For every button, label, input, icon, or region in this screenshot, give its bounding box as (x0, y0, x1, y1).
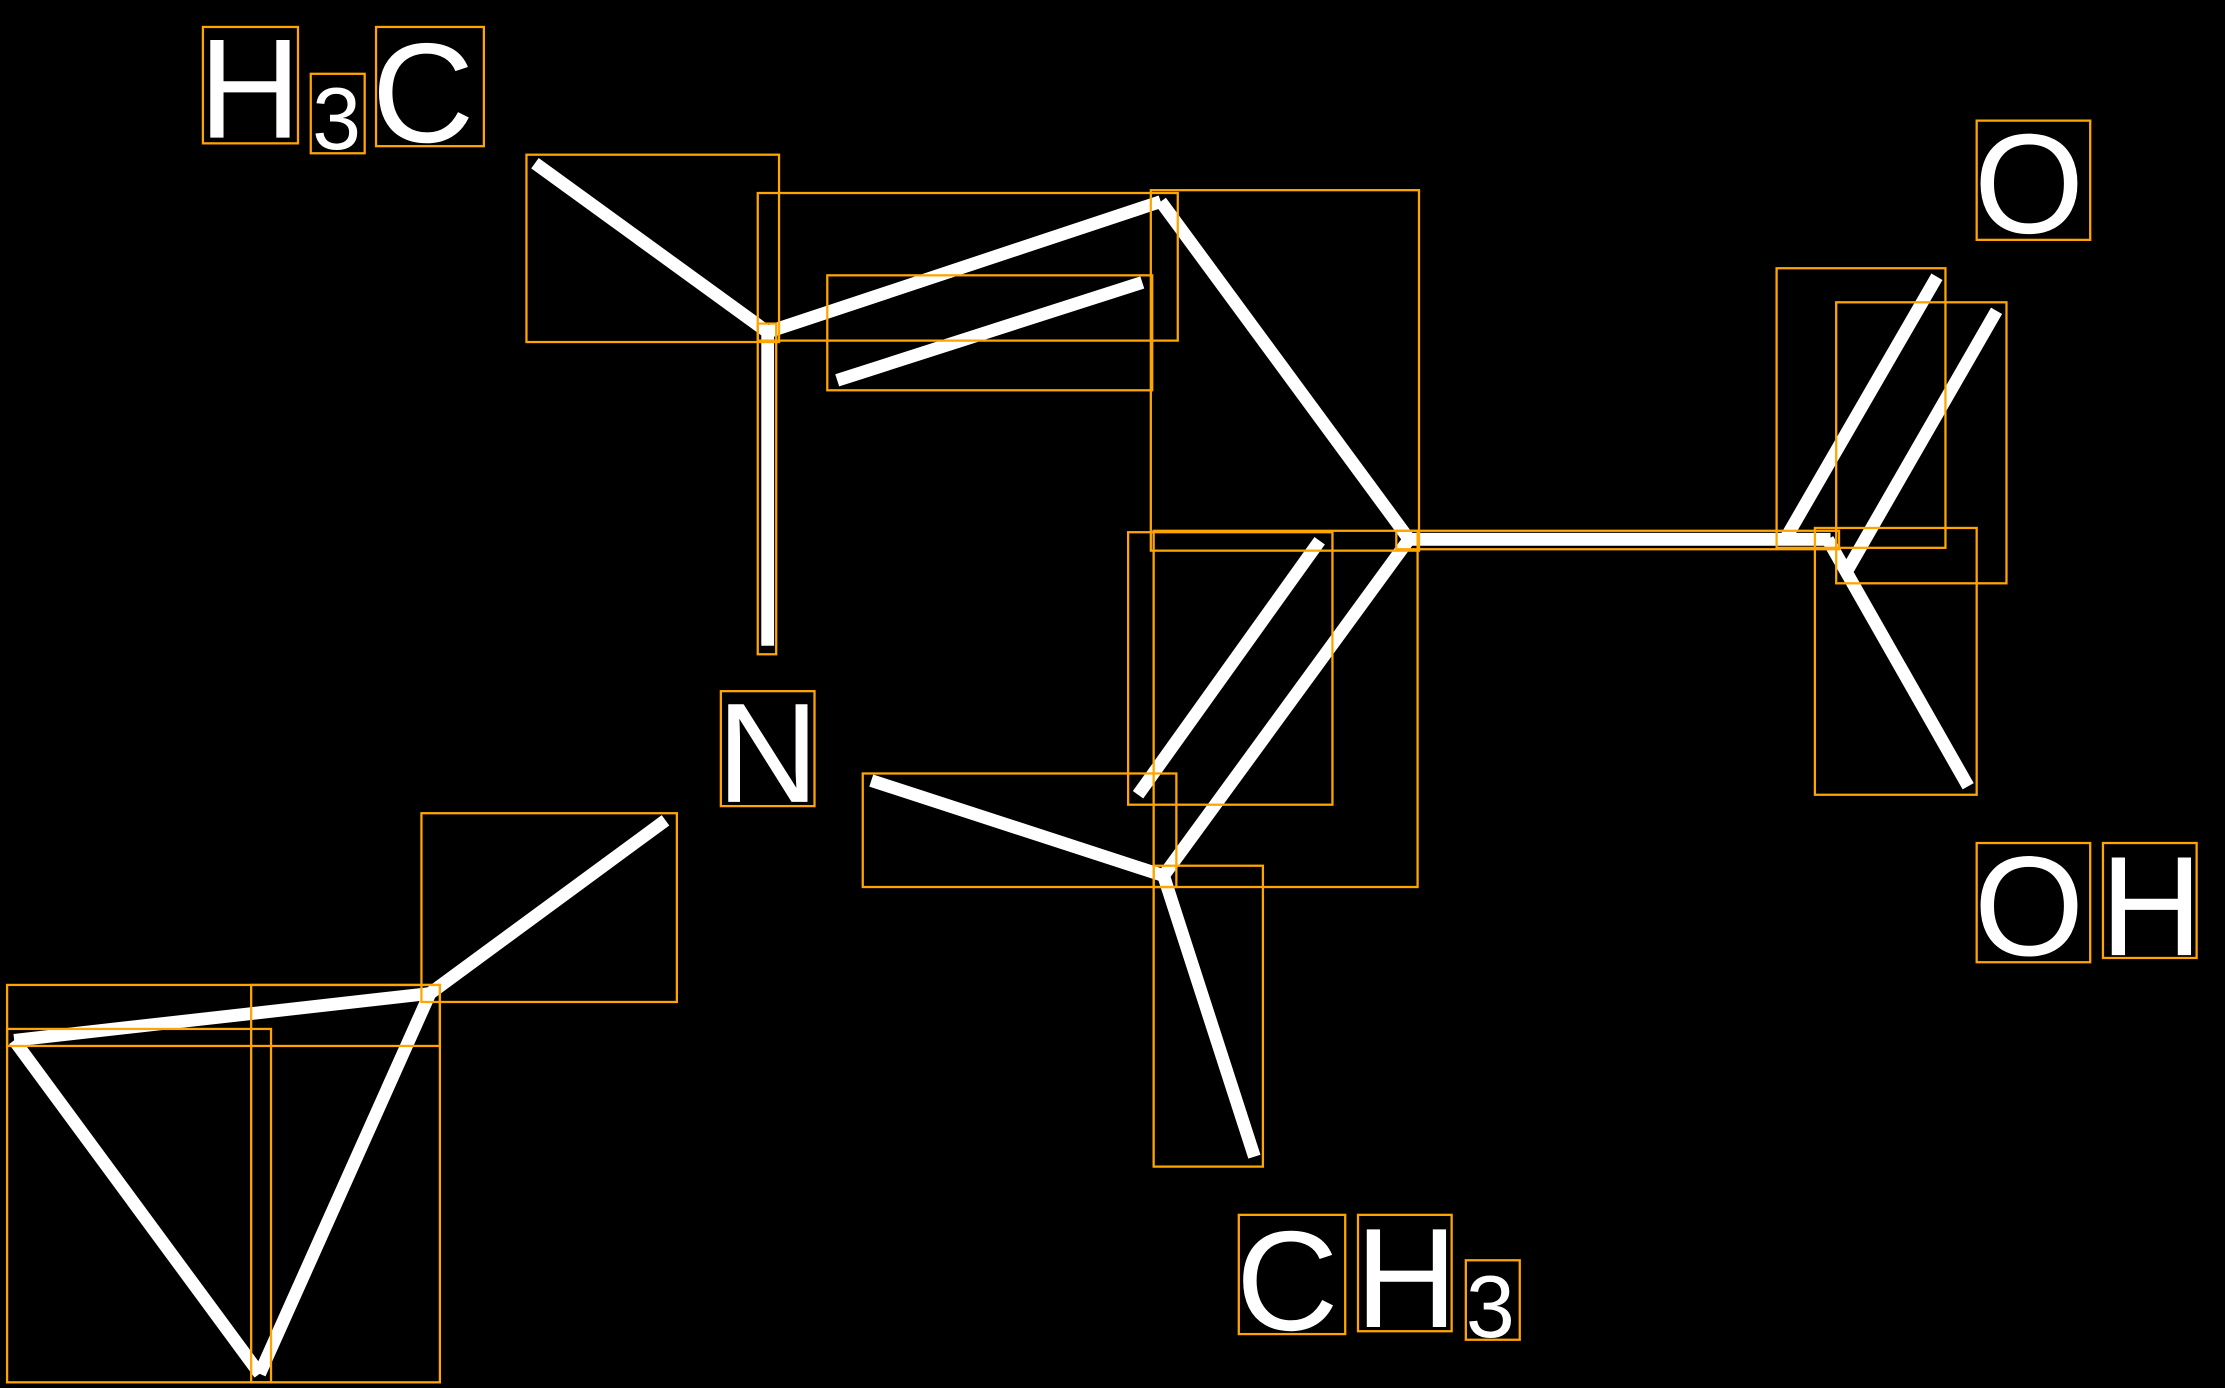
bbox (1152, 864, 1265, 1168)
bond (1158, 535, 1415, 880)
bbox (1835, 301, 2008, 585)
bond (13, 987, 431, 1047)
bbox (1395, 529, 1841, 551)
bond (1155, 197, 1415, 544)
bbox (250, 983, 442, 1384)
bbox (1813, 526, 1978, 796)
bbox (1149, 189, 1421, 552)
atom-subscript: 3 (1466, 1257, 1515, 1356)
atom-label-c: C (1236, 1203, 1338, 1361)
bbox (1975, 119, 2092, 241)
atom-label-o: O (1974, 106, 2084, 264)
atom-labels: H 3 C O N O H C H 3 (199, 11, 2203, 1361)
bbox (374, 25, 486, 148)
bbox (1152, 529, 1419, 889)
bond (765, 195, 1163, 339)
bbox (420, 812, 679, 1004)
bond (1157, 873, 1261, 1159)
bond (426, 815, 670, 999)
atom-label-n: N (717, 675, 819, 833)
bbox (2101, 841, 2198, 960)
bbox (201, 25, 300, 145)
bond (9, 1036, 265, 1378)
atom-subscript: 3 (312, 69, 361, 168)
bond-double-inner (835, 276, 1145, 387)
bond-double-inner (1132, 537, 1325, 799)
atom-label-h: H (199, 11, 301, 169)
bonds (9, 158, 2003, 1378)
bond (531, 158, 772, 338)
bbox (525, 153, 781, 344)
bbox (719, 690, 816, 808)
bbox (861, 772, 1178, 889)
bbox (1126, 531, 1334, 806)
bbox (1237, 1213, 1347, 1336)
bbox (756, 322, 778, 656)
bounding-boxes (5, 25, 2198, 1384)
bbox (309, 72, 366, 155)
atom-label-h: H (2100, 828, 2202, 986)
atom-label-c: C (372, 15, 474, 173)
bond (1822, 536, 1974, 790)
bbox (5, 1027, 273, 1384)
bond-carbonyl (1779, 273, 1943, 543)
bbox (1356, 1213, 1453, 1333)
bbox (1464, 1259, 1521, 1341)
bbox (1775, 267, 1947, 549)
atom-label-o: O (1974, 828, 2084, 986)
bbox (826, 274, 1154, 392)
bbox (756, 191, 1179, 342)
bond (253, 990, 436, 1377)
bbox (1975, 841, 2092, 964)
atom-label-h: H (1355, 1200, 1457, 1358)
bond (869, 774, 1166, 882)
bond-carbonyl-inner (1839, 307, 2003, 578)
